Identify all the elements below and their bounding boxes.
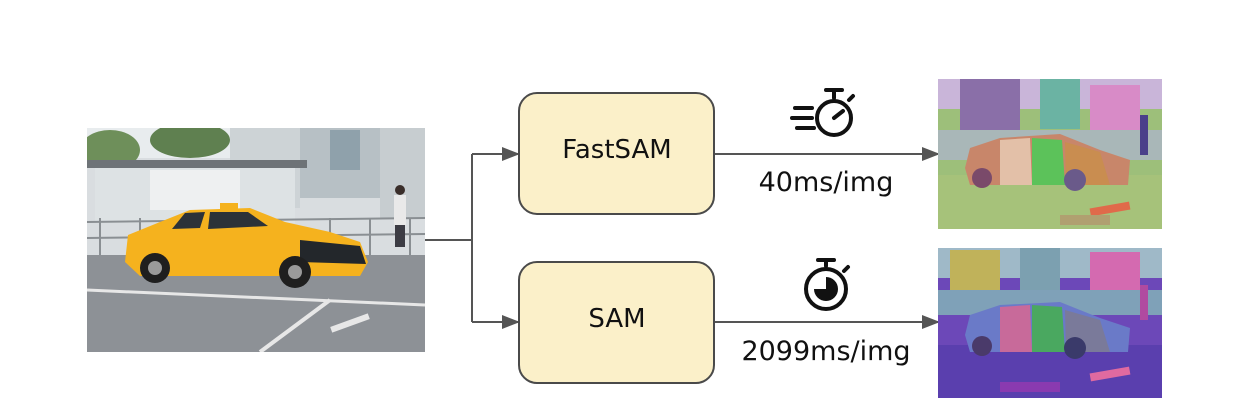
fast-stopwatch-icon — [790, 88, 855, 137]
input-photo — [87, 128, 425, 352]
fastsam-box: FastSAM — [518, 92, 715, 215]
sam-box: SAM — [518, 261, 715, 384]
sam-label: SAM — [588, 304, 645, 334]
fastsam-label: FastSAM — [562, 135, 671, 165]
sam-time: 2099ms/img — [741, 336, 910, 367]
fastsam-time: 40ms/img — [759, 167, 894, 198]
branch-arrows — [425, 147, 940, 329]
stopwatch-icon — [804, 258, 850, 311]
sam-output-image — [938, 248, 1162, 398]
fastsam-output-image — [938, 79, 1162, 229]
